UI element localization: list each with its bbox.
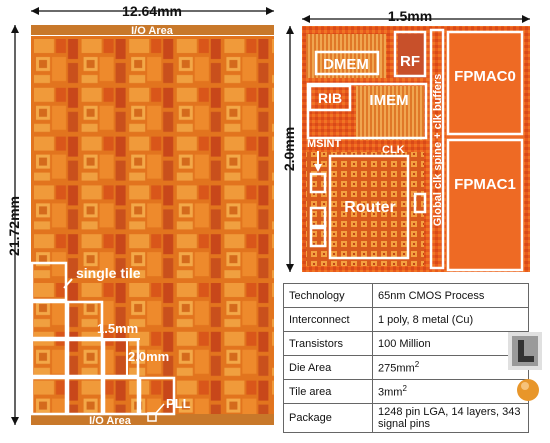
die-width-label: 12.64mm: [122, 3, 182, 19]
spec-value: 3mm2: [372, 379, 529, 404]
spec-key: Die Area: [283, 355, 373, 380]
rf-label: RF: [400, 53, 420, 70]
spec-value: 1248 pin LGA, 14 layers, 343 signal pins: [372, 403, 529, 433]
spec-value-superscript: 2: [402, 384, 407, 394]
spec-value-text: 1248 pin LGA, 14 layers, 343 signal pins: [378, 406, 521, 430]
spec-value-text: 1 poly, 8 metal (Cu): [378, 313, 474, 326]
single-tile-arrow: [63, 278, 73, 289]
spec-value-text: 65nm CMOS Process: [378, 289, 485, 302]
die-height-label: 21.72mm: [6, 196, 22, 256]
fpmac0-label: FPMAC0: [454, 68, 516, 85]
spec-row: Interconnect 1 poly, 8 metal (Cu): [283, 307, 529, 332]
dmem-label: DMEM: [323, 56, 369, 73]
spec-value-superscript: 2: [414, 360, 420, 370]
spec-value-text: 275mm: [378, 362, 415, 375]
spec-row: Transistors 100 Million: [283, 331, 529, 356]
spec-key: Transistors: [283, 331, 373, 356]
spec-key: Package: [283, 403, 373, 433]
tile-height-label: 2.0mm: [128, 349, 169, 364]
spec-key: Interconnect: [283, 307, 373, 332]
tile-detail-width-label: 1.5mm: [388, 8, 432, 24]
die-tile-array: [31, 36, 274, 414]
pll-arrow: [155, 403, 165, 414]
spec-row: Technology 65nm CMOS Process: [283, 283, 529, 308]
io-area-bottom-label: I/O Area: [89, 415, 132, 427]
rib-label: RIB: [318, 90, 342, 106]
spec-value-text: 100 Million: [378, 337, 431, 350]
tile-outlines: [30, 261, 176, 416]
spec-key: Tile area: [283, 379, 373, 404]
spec-value-text: 3mm: [378, 386, 403, 399]
io-area-top-label: I/O Area: [131, 25, 174, 37]
io-area-bottom: [31, 414, 274, 425]
clk-spine-label: Global clk spine + clk buffers: [432, 74, 444, 227]
clk-label: CLK: [382, 144, 405, 156]
pll-box: [147, 412, 157, 422]
fpmac1-label: FPMAC1: [454, 176, 516, 193]
site-logo: [508, 332, 542, 401]
tile-block-outlines: [306, 28, 524, 272]
tile-detail-height-label: 2.0mm: [281, 127, 297, 171]
spec-value: 275mm2: [372, 355, 529, 380]
io-area-top: [31, 25, 274, 35]
router-label: Router: [344, 199, 396, 216]
pll-label: PLL: [166, 396, 191, 411]
spec-key: Technology: [283, 283, 373, 308]
single-tile-label: single tile: [76, 265, 141, 281]
msint-label: MSINT: [307, 138, 342, 150]
spec-value: 65nm CMOS Process: [372, 283, 529, 308]
tile-width-label: 1.5mm: [97, 321, 138, 336]
spec-value: 1 poly, 8 metal (Cu): [372, 307, 529, 332]
imem-label: IMEM: [369, 92, 408, 109]
